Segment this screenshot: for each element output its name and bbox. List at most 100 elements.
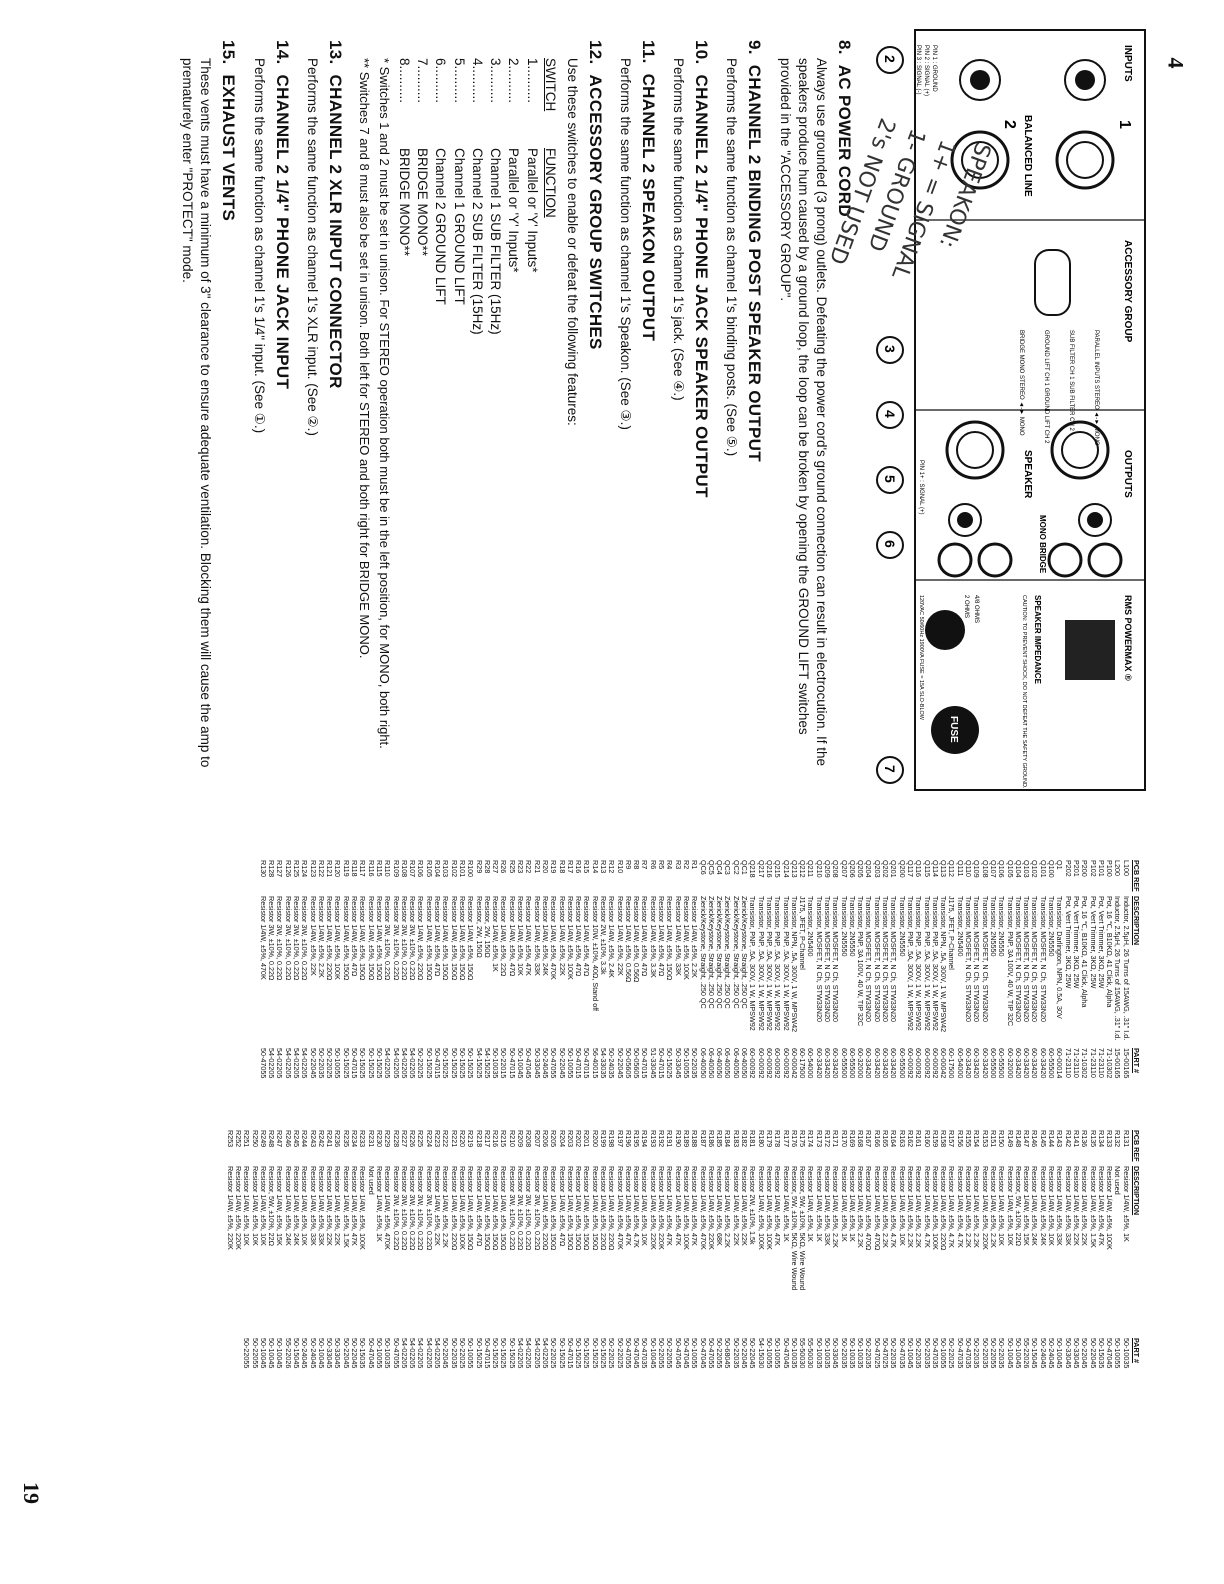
parts-cell: Q113 (939, 860, 948, 878)
callout-4: 4 (882, 410, 898, 418)
parts-cell: 50-33045 (673, 1048, 682, 1079)
parts-cell: R144 (1047, 1130, 1056, 1148)
parts-cell: 55-22026 (1022, 1338, 1031, 1369)
parts-cell: R210 (507, 1130, 516, 1148)
parts-cell: Transistor, PNP, .5A, 300V, 1 W, MPSW92 (773, 896, 782, 1031)
parts-cell: 54-02205 (532, 1338, 541, 1369)
parts-cell: Resistor 1/4W, ±5%, 10K (516, 896, 525, 976)
parts-cell: Resistor, 5W, ±10%, 22Ω (1013, 1166, 1022, 1247)
parts-cell: Zierick/Keystone, Straight, .250 QC (706, 896, 715, 1009)
parts-cell: QC6 (698, 860, 707, 875)
parts-cell: R215 (499, 1130, 508, 1148)
parts-cell: Resistor 3W, ±10%, 0.22Ω (283, 896, 292, 981)
parts-cell: Resistor 1/4W, ±5%, 220Ω (449, 1166, 458, 1251)
parts-cell: Pot, Vert Trimmer, 3KΩ, 25W (1071, 896, 1080, 989)
parts-cell: P202 (1063, 860, 1072, 877)
parts-cell: R14 (590, 860, 599, 874)
parts-cell: 71-23110 (1071, 1048, 1080, 1078)
parts-cell: R104 (433, 860, 442, 878)
parts-cell: R122 (316, 860, 325, 878)
parts-cell: Resistor 1/4W, ±5%, 33K (308, 1166, 317, 1246)
parts-cell: Resistor 1/4W, ±5%, 4.7K (947, 1166, 956, 1248)
parts-cell: 54-33035 (599, 1048, 607, 1079)
input-connectors (950, 59, 1115, 190)
parts-cell: R224 (424, 1130, 433, 1148)
parts-cell: 50-10035 (789, 1338, 798, 1369)
parts-cell: 50-10045 (905, 1338, 914, 1369)
power-button[interactable] (925, 610, 965, 650)
parts-cell: Resistor 1/4W, ±5%, 10K (258, 1166, 267, 1246)
parts-cell: Transistor, MOSFET, N Ch, STW33N20 (972, 896, 981, 1022)
parts-cell: Resistor 1/4W, ±5%, 33K (673, 896, 682, 976)
ohms-top-label: 4/8 OHMS (973, 595, 979, 623)
parts-cell: 50-68045 (723, 1338, 732, 1369)
parts-cell: R127 (275, 860, 284, 878)
parts-cell: Not used (366, 1166, 375, 1195)
parts-cell: 50-47055 (706, 1338, 715, 1369)
parts-cell: Q208 (831, 860, 840, 878)
speaker-label: SPEAKER (1022, 450, 1033, 499)
parts-cell: 50-22045 (740, 1338, 749, 1369)
parts-cell: R12 (607, 860, 616, 874)
parts-cell: R198 (607, 1130, 616, 1148)
parts-cell: Resistor 1/4W, ±5%, 1K (1121, 1166, 1130, 1242)
parts-cell: 50-22035 (864, 1338, 873, 1369)
parts-cell: Resistor 1/4W, ±5%, 100K (756, 1166, 765, 1250)
parts-cell: 50-15025 (582, 1338, 591, 1369)
parts-cell: R189 (681, 1130, 690, 1148)
parts-cell: R9 (623, 860, 632, 870)
parts-cell: 50-22045 (341, 1338, 350, 1369)
parts-cell: R159 (930, 1130, 939, 1148)
parts-cell: R218 (474, 1130, 483, 1148)
parts-cell: Resistor 3W, ±10%, 0.22Ω (391, 896, 400, 981)
parts-cell: 60-33420 (872, 1048, 881, 1079)
parts-cell: 15-00165 (1121, 1048, 1130, 1079)
parts-cell: Resistor 3W, ±10%, 0.22Ω (267, 896, 276, 981)
parts-cell: Q110 (964, 860, 973, 878)
parts-cell: R188 (690, 1130, 699, 1148)
parts-cell: Resistor 1/4W, ±5%, 150Ω (457, 896, 466, 981)
parts-cell: 71-23110 (1063, 1048, 1072, 1078)
parts-cell: Resistor 1/4W, ±5%, 150Ω (491, 1166, 500, 1251)
parts-cell: R234 (350, 1130, 359, 1148)
parts-cell: R230 (374, 1130, 383, 1148)
parts-cell: R196 (623, 1130, 632, 1148)
instructions-rotated: INPUTS BALANCED LINE 1 2 PIN 1 : GROUND … (180, 20, 1165, 800)
fuse-holder[interactable] (931, 706, 979, 754)
parts-cell: 50-22035 (690, 1048, 699, 1079)
parts-cell: Transistor, PNP, 3A 100V, 40 W, TIP 32C (1005, 896, 1014, 1027)
parts-cell: R183 (731, 1130, 740, 1148)
parts-cell: R233 (358, 1130, 367, 1148)
parts-cell: 55-50030 (798, 1338, 807, 1369)
parts-cell: Resistor 1/4W, ±5%, 47K (524, 896, 533, 976)
parts-cell: R116 (366, 860, 375, 877)
parts-cell: 50-10055 (773, 1338, 782, 1369)
parts-cell: Resistor 1/4W, ±5%, 33K (823, 1166, 832, 1246)
parts-cell: Transistor, MOSFET, N Ch, STW33N20 (872, 896, 881, 1022)
parts-cell: Resistor 1/4W, ±5%, 220Ω (325, 896, 334, 981)
parts-cell: 50-10035 (383, 1338, 392, 1369)
parts-cell: 50-15025 (557, 1338, 566, 1369)
parts-cell: Q210 (814, 860, 823, 878)
parts-cell: 50-47045 (1105, 1338, 1114, 1369)
parts-cell: 50-47045 (524, 1048, 533, 1079)
dip-switch-bank[interactable] (1034, 249, 1071, 316)
parts-cell: Transistor, 2N5550 (839, 896, 848, 957)
parts-cell: 50-22025 (325, 1048, 334, 1079)
parts-cell: 50-47045 (673, 1338, 682, 1369)
parts-cell: 50-10055 (939, 1338, 948, 1369)
parts-cell: 54-15030 (756, 1338, 765, 1369)
parts-cell: 50-10045 (1005, 1338, 1014, 1369)
parts-cell: R171 (831, 1130, 840, 1148)
page-number-bottom: 19 (19, 1482, 44, 1504)
parts-cell: Resistor 1/4W, ±5%, 47K (673, 1166, 682, 1246)
parts-cell: Q211 (806, 860, 815, 878)
parts-cell: Transistor, MOSFET, N Ch, STW33N20 (1038, 896, 1047, 1022)
parts-cell: R164 (889, 1130, 898, 1148)
output-connectors (937, 420, 1123, 578)
parts-cell: 54-02205 (416, 1338, 425, 1369)
caution-text: CAUTION: TO PREVENT SHOCK, DO NOT DEFEAT… (1021, 595, 1027, 789)
parts-cell: R190 (673, 1130, 682, 1148)
parts-cell: 50-15025 (358, 1048, 367, 1079)
